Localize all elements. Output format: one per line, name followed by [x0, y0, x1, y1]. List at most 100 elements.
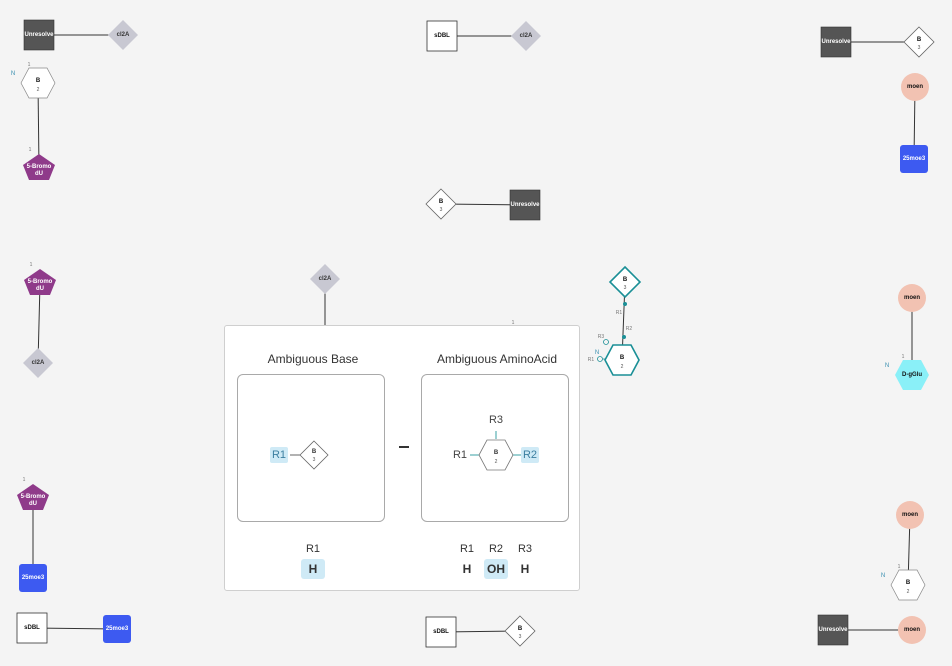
monomer-diamond[interactable]: B3 — [903, 26, 935, 58]
attachment-ring — [597, 356, 603, 362]
attachment-dot — [622, 335, 626, 339]
moe-square — [900, 145, 928, 173]
monomer-label: B — [623, 277, 628, 283]
sdbl-square — [16, 612, 48, 644]
r2-label: R2 — [626, 326, 633, 332]
monomer-square-outline[interactable]: sDBL — [426, 20, 458, 52]
amino-r3-label: R3 — [489, 414, 503, 426]
monomer-square-outline[interactable]: sDBL — [425, 616, 457, 648]
monomer-label: dU — [36, 286, 44, 292]
monomer-label: Unresolve — [24, 32, 54, 38]
base-r1-label: R1 — [272, 449, 286, 461]
gray-diamond — [23, 348, 53, 378]
monomer-square-dark[interactable]: Unresolve — [509, 189, 541, 221]
monomer-label: moen — [907, 84, 923, 90]
monomer-sub: 3 — [440, 207, 443, 213]
monomer-label: B — [620, 355, 625, 361]
moen-circle — [896, 501, 924, 529]
monomer-sub: 2 — [907, 589, 910, 595]
unresolved-square — [820, 26, 852, 58]
base-monomer-sub: 3 — [313, 457, 316, 463]
monomer-label: Unresolve — [818, 627, 848, 633]
monomer-circle[interactable]: moen — [898, 284, 926, 312]
monomer-rounded-blue[interactable]: 25moe3 — [19, 564, 47, 592]
amino-r2-highlight — [521, 447, 539, 463]
base-monomer-diamond — [299, 440, 329, 470]
sdbl-square — [426, 20, 458, 52]
rgroup-value: H — [462, 562, 472, 576]
unresolved-square — [817, 614, 849, 646]
monomer-diamond[interactable]: B3 — [504, 615, 536, 647]
monomer-index: 1 — [28, 62, 31, 68]
monomer-square-dark[interactable]: Unresolve — [820, 26, 852, 58]
diamond-shape — [425, 188, 457, 220]
monomer-label: moen — [902, 512, 918, 518]
monomer-label: dU — [29, 501, 37, 507]
gray-diamond — [511, 21, 541, 51]
hexagon-shape — [604, 344, 640, 376]
sdbl-square — [425, 616, 457, 648]
monomer-label: B — [518, 626, 523, 632]
attachment-ring — [603, 339, 609, 345]
unresolved-square — [23, 19, 55, 51]
base-rgroup-r1: R1 H — [301, 542, 325, 579]
monomer-label: moen — [904, 295, 920, 301]
attachment-dot — [623, 302, 627, 306]
monomer-circle[interactable]: moen — [901, 73, 929, 101]
bromo-pentagon — [24, 269, 56, 295]
moen-circle — [901, 73, 929, 101]
monomer-label: cl2A — [117, 32, 130, 38]
monomer-square-dark[interactable]: Unresolve — [23, 19, 55, 51]
monomer-label: cl2A — [520, 33, 533, 39]
monomer-hexagon-sel[interactable]: B 2 N — [595, 344, 640, 376]
monomer-circle[interactable]: moen — [898, 616, 926, 644]
monomer-label: B — [917, 37, 922, 43]
monomer-diamond-gray[interactable]: cl2A — [511, 21, 541, 51]
monomer-sub: 2 — [37, 87, 40, 93]
monomer-preview-card: Ambiguous Base Ambiguous AminoAcid R1 B … — [224, 325, 580, 591]
monomer-sub: 2 — [621, 364, 624, 370]
rgroup-name: R1 — [459, 543, 475, 555]
monomer-index: 1 — [23, 477, 26, 483]
r1-label: R1 — [616, 310, 623, 316]
monomer-index: 1 — [902, 354, 905, 360]
monomer-circle[interactable]: moen — [896, 501, 924, 529]
monomer-label: sDBL — [434, 33, 450, 39]
n-terminal-label: N — [11, 71, 15, 77]
monomer-rounded-blue[interactable]: 25moe3 — [103, 615, 131, 643]
monomer-index: 1 — [29, 147, 32, 153]
monomer-sub: 3 — [918, 45, 921, 51]
monomer-label: cl2A — [319, 276, 332, 282]
bromo-pentagon — [17, 484, 49, 510]
amino-r2-label: R2 — [523, 449, 537, 461]
monomer-label: 25moe3 — [106, 626, 129, 632]
diamond-shape — [903, 26, 935, 58]
monomer-index: 1 — [512, 320, 515, 326]
monomer-rounded-blue[interactable]: 25moe3 — [900, 145, 928, 173]
monomer-diamond-sel[interactable]: B3 — [608, 265, 642, 299]
monomer-diamond-gray[interactable]: cl2A — [310, 264, 340, 294]
moen-circle — [898, 616, 926, 644]
monomer-square-outline[interactable]: sDBL — [16, 612, 48, 644]
monomer-index: 1 — [898, 564, 901, 570]
amino-monomer-sub: 2 — [495, 459, 498, 465]
n-terminal-label: N — [881, 573, 885, 579]
monomer-label: sDBL — [433, 629, 449, 635]
monomer-diamond-gray[interactable]: cl2A — [23, 348, 53, 378]
n-terminal-label: N — [595, 350, 599, 356]
monomer-square-dark[interactable]: Unresolve — [817, 614, 849, 646]
monomer-diamond[interactable]: B3 — [425, 188, 457, 220]
diamond-shape — [608, 265, 642, 299]
gray-diamond — [310, 264, 340, 294]
amino-structure-box: R3 R1 R2 B 2 — [421, 374, 569, 522]
rgroup-name: R3 — [517, 543, 533, 555]
monomer-diamond-gray[interactable]: cl2A — [108, 20, 138, 50]
monomer-label: D-gGlu — [902, 372, 922, 378]
